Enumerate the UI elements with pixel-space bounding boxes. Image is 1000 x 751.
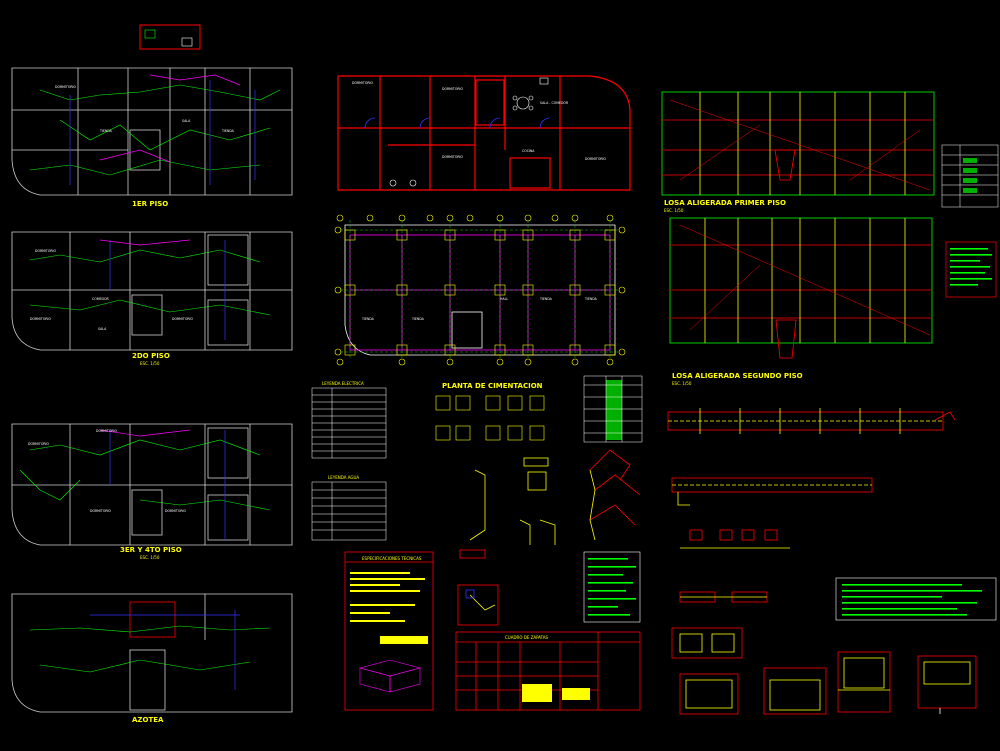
room-label-f3-b: DORMITORIO <box>96 429 117 433</box>
floor-plan-3-4 <box>11 423 293 546</box>
room-label-f3-c: DORMITORIO <box>165 509 186 513</box>
floor-plan-2 <box>11 231 293 351</box>
room-label-f1-b: TIENDA <box>99 129 113 133</box>
room-label-arch-c: SALA - COMEDOR <box>540 101 569 105</box>
room-label-arch-e: COCINA <box>522 149 535 153</box>
beam-sections <box>680 529 790 549</box>
foundation-plan <box>340 220 620 360</box>
room-label-f1-a: DORMITORIO <box>55 85 76 89</box>
room-label-f2-e: DORMITORIO <box>172 317 193 321</box>
room-label-f2-d: DORMITORIO <box>30 317 51 321</box>
room-label-f2-c: SALA <box>98 327 107 331</box>
room-label-f2-b: COMEDOR <box>92 297 109 301</box>
room-label-found-d: TIENDA <box>539 297 553 301</box>
spec-box-right <box>835 577 997 621</box>
room-label-found-e: TIENDA <box>584 297 598 301</box>
spec-box-left-title: ESPECIFICACIONES TECNICAS <box>362 556 422 561</box>
room-label-found-b: TIENDA <box>411 317 425 321</box>
stair-section-details <box>459 449 641 559</box>
title-floor1: 1ER PISO <box>132 200 168 208</box>
footing-table-title: CUADRO DE ZAPATAS <box>505 635 549 640</box>
room-label-found-c: HALL <box>500 297 508 301</box>
footing-details <box>435 395 545 441</box>
subtitle-slab1: ESC. 1/50 <box>664 208 684 213</box>
room-label-f2-a: DORMITORIO <box>35 249 56 253</box>
footing-table-yellow <box>522 684 590 702</box>
foundation-footings <box>344 229 616 356</box>
slab2-notes-text <box>950 248 992 286</box>
foundation-axis-markers <box>334 214 626 366</box>
spec-box-white-lines <box>588 558 636 616</box>
beam-elevation-2 <box>671 477 873 506</box>
slab-plan-2 <box>669 217 933 359</box>
electric-legend-title: LEYENDA ELECTRICA <box>322 381 364 386</box>
subtitle-floor2: ESC. 1/50 <box>140 361 160 366</box>
title-slab1: LOSA ALIGERADA PRIMER PISO <box>664 199 786 207</box>
spec-box-right-text <box>842 584 982 616</box>
room-label-f3-d: DORMITORIO <box>90 509 111 513</box>
slab-plan-1 <box>661 91 935 196</box>
title-floor2: 2DO PISO <box>132 352 170 360</box>
slab-schedule-table <box>941 144 999 208</box>
spec-box-white <box>583 551 641 623</box>
slab-table-green <box>963 158 977 193</box>
room-label-f1-d: TIENDA <box>221 129 235 133</box>
subtitle-floor34: ESC. 1/50 <box>140 555 160 560</box>
architectural-plan-red <box>337 75 631 191</box>
spec-box-left <box>344 551 434 711</box>
room-label-f3-a: DORMITORIO <box>28 442 49 446</box>
tank-section-details <box>671 627 977 715</box>
water-legend-title: LEYENDA AGUA <box>328 475 359 480</box>
electric-legend-table <box>311 387 387 459</box>
roof-plan <box>11 593 293 713</box>
subtitle-slab2: ESC. 1/50 <box>672 381 692 386</box>
beam-details-row <box>679 591 768 603</box>
brick-isometric <box>358 659 422 693</box>
title-roof: AZOTEA <box>132 716 164 724</box>
title-slab2: LOSA ALIGERADA SEGUNDO PISO <box>672 372 803 380</box>
title-block-top <box>139 24 201 50</box>
room-label-arch-d: DORMITORIO <box>442 155 463 159</box>
spec-box-left-text <box>350 572 428 644</box>
room-label-arch-b: DORMITORIO <box>442 87 463 91</box>
room-label-found-a: TIENDA <box>361 317 375 321</box>
room-label-f1-c: SALA <box>182 119 191 123</box>
corner-detail <box>457 584 499 626</box>
room-label-arch-a: DORMITORIO <box>352 81 373 85</box>
slab2-notes-box <box>945 241 997 298</box>
architectural-plan-doors <box>364 117 551 129</box>
title-foundation: PLANTA DE CIMENTACION <box>442 382 543 390</box>
floor-plan-1 <box>11 67 293 196</box>
title-floor34: 3ER Y 4TO PISO <box>120 546 182 554</box>
furniture-table <box>389 77 549 187</box>
beam-elevation-1 <box>667 408 956 434</box>
water-legend-table <box>311 481 387 541</box>
column-schedule-table <box>583 375 643 443</box>
room-label-arch-f: DORMITORIO <box>585 157 606 161</box>
